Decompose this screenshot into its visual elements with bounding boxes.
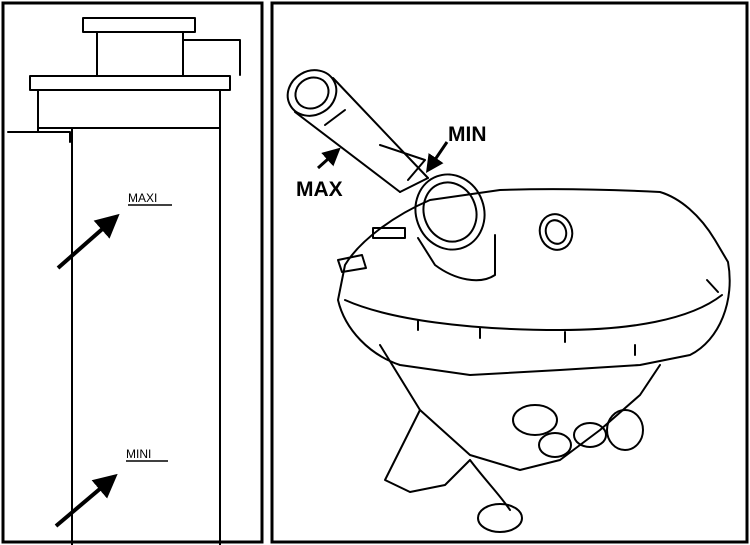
label-mini: MINI	[126, 447, 151, 461]
mini-arrow	[54, 473, 118, 528]
max-arrow	[316, 147, 341, 170]
left-panel-frame	[1, 1, 264, 544]
label-maxi: MAXI	[128, 191, 157, 205]
reservoir-perspective-view	[337, 173, 731, 533]
min-arrow	[425, 141, 449, 173]
reservoir-side-view	[7, 17, 241, 545]
right-panel: MIN MAX	[270, 1, 749, 544]
label-min: MIN	[448, 123, 487, 146]
maxi-arrow	[56, 213, 120, 270]
left-panel: MAXI MINI	[1, 1, 264, 545]
dipstick-icon	[286, 69, 429, 193]
label-max: MAX	[296, 178, 343, 201]
right-panel-frame	[270, 1, 749, 544]
